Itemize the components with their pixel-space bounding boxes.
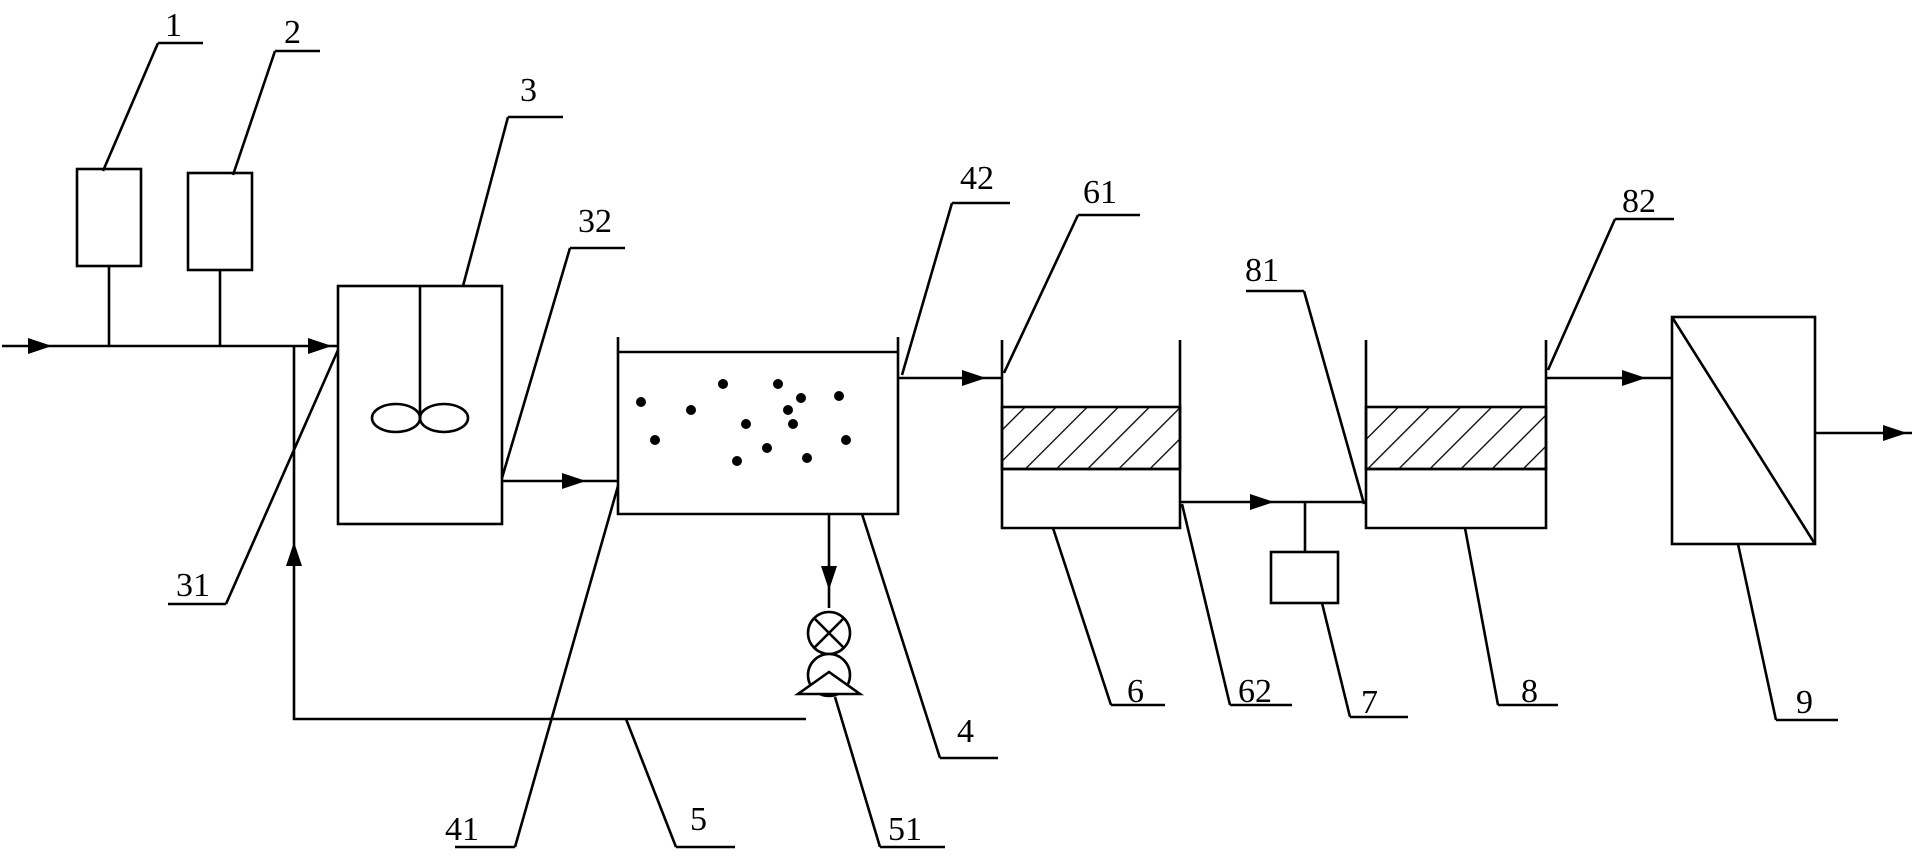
label-6: 6 [1127,673,1144,710]
particle [650,435,660,445]
leader-line-32 [500,247,572,479]
particle [783,405,793,415]
leader-line-9 [1736,543,1778,721]
label-42: 42 [960,160,994,197]
leader-line-3 [461,116,510,287]
leader-line-31 [224,349,340,605]
particle [718,379,728,389]
leader-line-51 [833,696,882,848]
label-4: 4 [957,713,974,750]
leader-line-41 [513,485,620,848]
inlet-arrow [28,338,52,354]
sludge-return-line-5 [292,346,806,721]
membrane-diagonal [1670,316,1817,545]
label-5: 5 [690,801,707,838]
label-3: 3 [520,72,537,109]
leader-line-61 [1002,214,1080,374]
particle [636,397,646,407]
valve-cross-2 [813,617,845,649]
tank-4-walls [616,337,900,516]
label-32: 32 [578,203,612,240]
leader-line-1 [101,42,160,172]
label-2: 2 [284,14,301,51]
particle [796,393,806,403]
dosing-tank-2 [186,171,254,272]
particle [802,453,812,463]
pipe-tank4-to-filter6-arrow [962,370,986,386]
dosing-tank-1 [75,167,143,268]
label-9: 9 [1796,684,1813,721]
particle [788,419,798,429]
pipe-tank4-drain-arrow [821,566,837,590]
tank-4-particles [636,379,851,466]
label-61: 61 [1083,174,1117,211]
particle [732,456,742,466]
label-8: 8 [1521,673,1538,710]
particle [773,379,783,389]
leader-line-7 [1320,602,1352,718]
particle [841,435,851,445]
leader-line-8 [1463,527,1500,706]
leader-line-62 [1180,503,1232,706]
leader-line-6 [1051,527,1113,706]
label-62: 62 [1238,673,1272,710]
pipe-reactor-to-tank4-arrow [562,473,586,489]
stirrer-blade-right [418,402,470,434]
label-7: 7 [1361,684,1378,721]
label-31: 31 [176,567,210,604]
label-81: 81 [1245,252,1279,289]
label-1: 1 [165,7,182,44]
particle [686,405,696,415]
leader-line-2 [231,50,277,176]
pipe-filter6-to-filter8-arrow [1250,494,1274,510]
outlet-arrow [1883,425,1907,441]
pump-base [793,670,865,696]
label-51: 51 [888,811,922,848]
pipe-filter8-to-membrane9-arrow [1622,370,1646,386]
leader-line-4 [860,513,942,759]
leader-line-82 [1546,218,1617,371]
leader-line-81 [1302,290,1366,505]
reactor-inlet-arrow [308,338,332,354]
particle [762,443,772,453]
leader-line-5 [624,718,678,848]
particle [834,391,844,401]
filter-8-media [1364,405,1548,471]
leader-line-42 [900,202,954,376]
particle [741,419,751,429]
dosing-unit-7 [1269,550,1340,605]
label-82: 82 [1622,183,1656,220]
label-41: 41 [445,811,479,848]
sludge-return-arrow [286,542,302,566]
filter-6-media [1000,405,1182,471]
